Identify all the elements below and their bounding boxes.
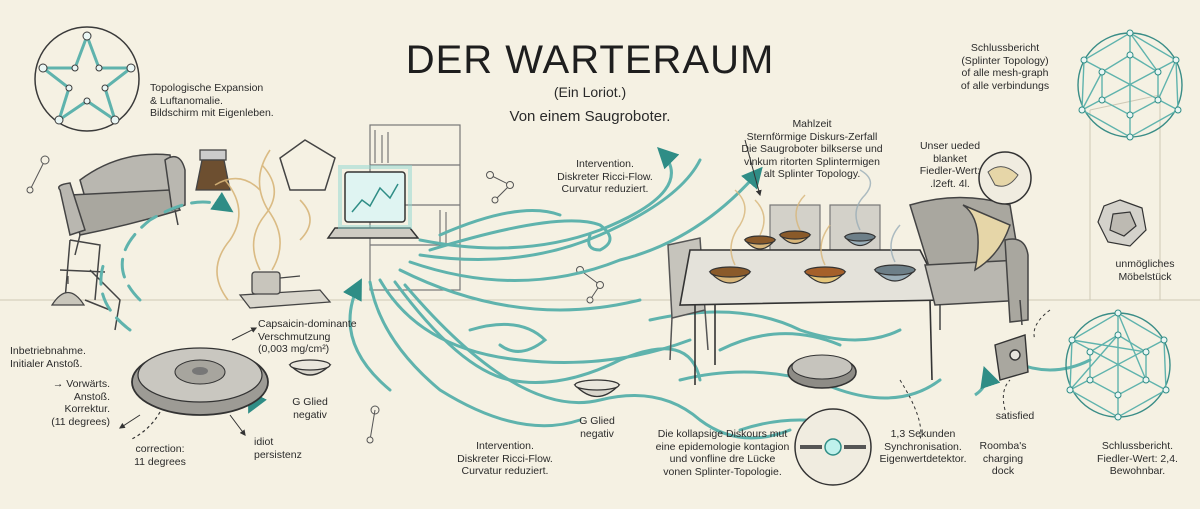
label-roomba-dock: Roomba's charging dock (979, 440, 1027, 477)
roomba-right (787, 354, 857, 389)
armchair (909, 196, 1029, 330)
laptop-illustration (326, 165, 420, 239)
sync-magnifier (794, 408, 872, 486)
pentagon-shape (279, 139, 336, 191)
label-glied-1: G Glied negativ (292, 396, 328, 421)
label-glied-2: G Glied negativ (579, 415, 615, 440)
label-vorwaerts: → Vorwärts. Anstoß. Korrektur. (11 degre… (51, 378, 110, 428)
label-blanket: Unser ueded blanket Fiedler-Wert: .l2eft… (919, 140, 981, 190)
label-satisfied: satisfied (995, 410, 1035, 422)
blanket-magnifier (978, 151, 1032, 205)
label-schluss-bottom: Schlussbericht. Fiedler-Wert: 2,4. Bewoh… (1097, 440, 1178, 477)
label-capsaicin: Capsaicin-dominante Verschmutzung (0,003… (258, 318, 357, 355)
dodecahedron-icon (1097, 199, 1147, 247)
charging-dock (994, 334, 1029, 381)
label-schluss-top: Schlussbericht (Splinter Topology) of al… (960, 42, 1050, 92)
page-byline: Von einem Saugroboter. (509, 108, 671, 125)
sofa-illustration (58, 153, 186, 256)
label-moebel: unmögliches Möbelstück (1115, 258, 1175, 283)
label-sync: 1,3 Sekunden Synchronisation. Eigenwertd… (879, 428, 967, 465)
page-subtitle: (Ein Loriot.) (553, 84, 627, 100)
label-intervention-top: Intervention. Diskreter Ricci-Flow. Curv… (557, 158, 653, 195)
label-inbetrieb: Inbetriebnahme. Initialer Anstoß. (10, 345, 86, 370)
label-kollapsig: Die kollapsige Diskours mut eine epidemo… (655, 428, 790, 478)
label-correction: correction: 11 degrees (134, 443, 186, 468)
label-intervention-bottom: Intervention. Diskreter Ricci-Flow. Curv… (457, 440, 553, 477)
mesh-graph-top (1077, 32, 1183, 138)
roomba-left (129, 347, 269, 441)
label-expansion: Topologische Expansion & Luftanomalie. B… (150, 82, 274, 119)
page-title: DER WARTERAUM (405, 38, 775, 82)
label-mahlzeit: Mahlzeit Sternförmige Diskurs-Zerfall Di… (741, 118, 883, 180)
label-idiot: idiot persistenz (254, 436, 302, 461)
star-graph-icon (34, 26, 140, 132)
